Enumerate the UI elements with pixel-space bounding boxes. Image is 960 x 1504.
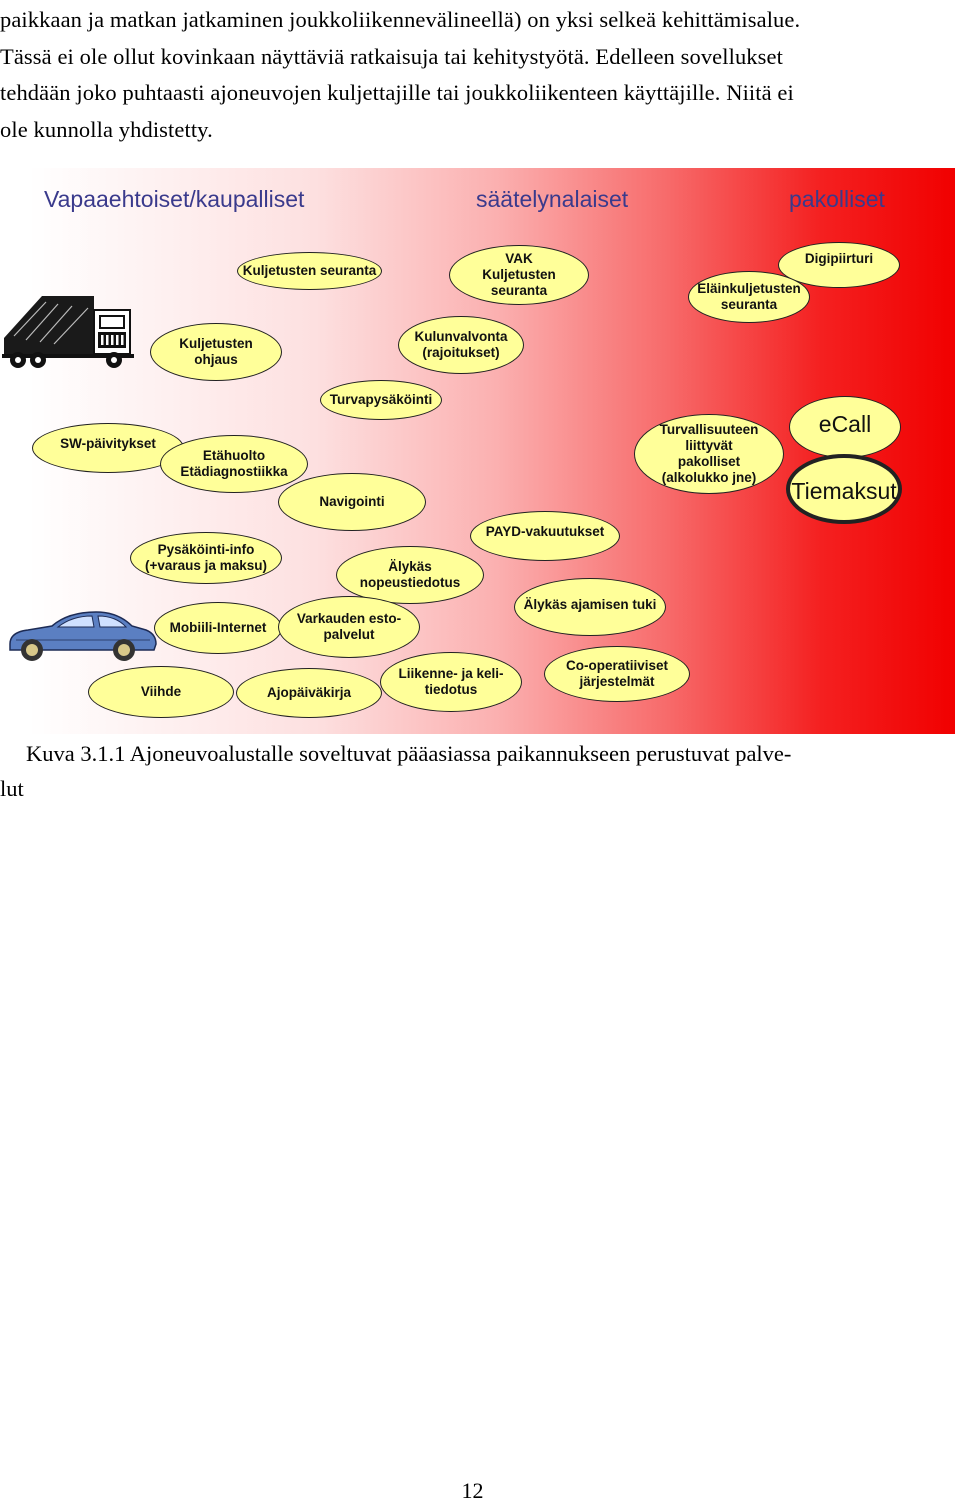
paragraph-line: paikkaan ja matkan jatkaminen joukkoliik… [0,7,801,32]
service-kuljetusten-seuranta: Kuljetusten seuranta [237,252,382,290]
service-vak-kuljetusten-seuranta: VAK Kuljetusten seuranta [449,245,589,305]
page-number: 12 [461,1478,484,1503]
service-pysakointi-info: Pysäköinti-info (+varaus ja maksu) [130,532,282,584]
zone-label-mandatory: pakolliset [789,186,885,212]
service-digipiirturi: Digipiirturi [778,242,900,288]
service-mobiili-internet: Mobiili-Internet [154,602,282,654]
caption-line: Kuva 3.1.1 Ajoneuvoalustalle soveltuvat … [26,741,792,766]
service-diagram: Vapaaehtoiset/kaupalliset säätelynalaise… [0,168,955,734]
service-liikenne-ja-kelitiedotus: Liikenne- ja keli- tiedotus [380,652,522,712]
paragraph-line: ole kunnolla yhdistetty. [0,116,213,142]
truck-icon [2,296,134,368]
service-etahuolto: Etähuolto Etädiagnostiikka [160,435,308,493]
service-kulunvalvonta: Kulunvalvonta (rajoitukset) [398,316,524,374]
service-varkauden-esto: Varkauden esto- palvelut [278,596,420,658]
zone-label-voluntary: Vapaaehtoiset/kaupalliset [44,186,305,212]
figure-caption: Kuva 3.1.1 Ajoneuvoalustalle soveltuvat … [0,736,955,806]
zone-label-regulated: säätelynalaiset [476,186,629,212]
service-sw-paivitykset: SW-päivitykset [32,423,184,473]
service-viihde: Viihde [88,666,234,718]
service-tiemaksut: Tiemaksut [786,454,902,524]
service-ecall: eCall [789,396,901,458]
paragraph-line: Tässä ei ole ollut kovinkaan näyttäviä r… [0,43,783,69]
service-navigointi: Navigointi [278,473,426,531]
service-kuljetusten-ohjaus: Kuljetusten ohjaus [150,323,282,381]
service-payd-vakuutukset: PAYD-vakuutukset [470,511,620,561]
caption-line: lut [0,776,24,801]
service-ajopaivakirja: Ajopäiväkirja [236,668,382,718]
service-elainkuljetusten-seuranta: Eläinkuljetusten seuranta [688,271,810,323]
car-icon [9,611,157,661]
paragraph-line: tehdään joko puhtaasti ajoneuvojen kulje… [0,80,794,105]
service-cooperatiiviset: Co-operatiiviset järjestelmät [544,646,690,702]
service-alykas-ajamisen-tuki: Älykäs ajamisen tuki [514,578,666,636]
body-paragraph: paikkaan ja matkan jatkaminen joukkoliik… [0,2,950,148]
service-alykas-nopeustiedotus: Älykäs nopeustiedotus [336,546,484,604]
service-turvapysakointi: Turvapysäköinti [320,380,442,420]
service-turvallisuus: Turvallisuuteen liittyvät pakolliset (al… [634,414,784,494]
